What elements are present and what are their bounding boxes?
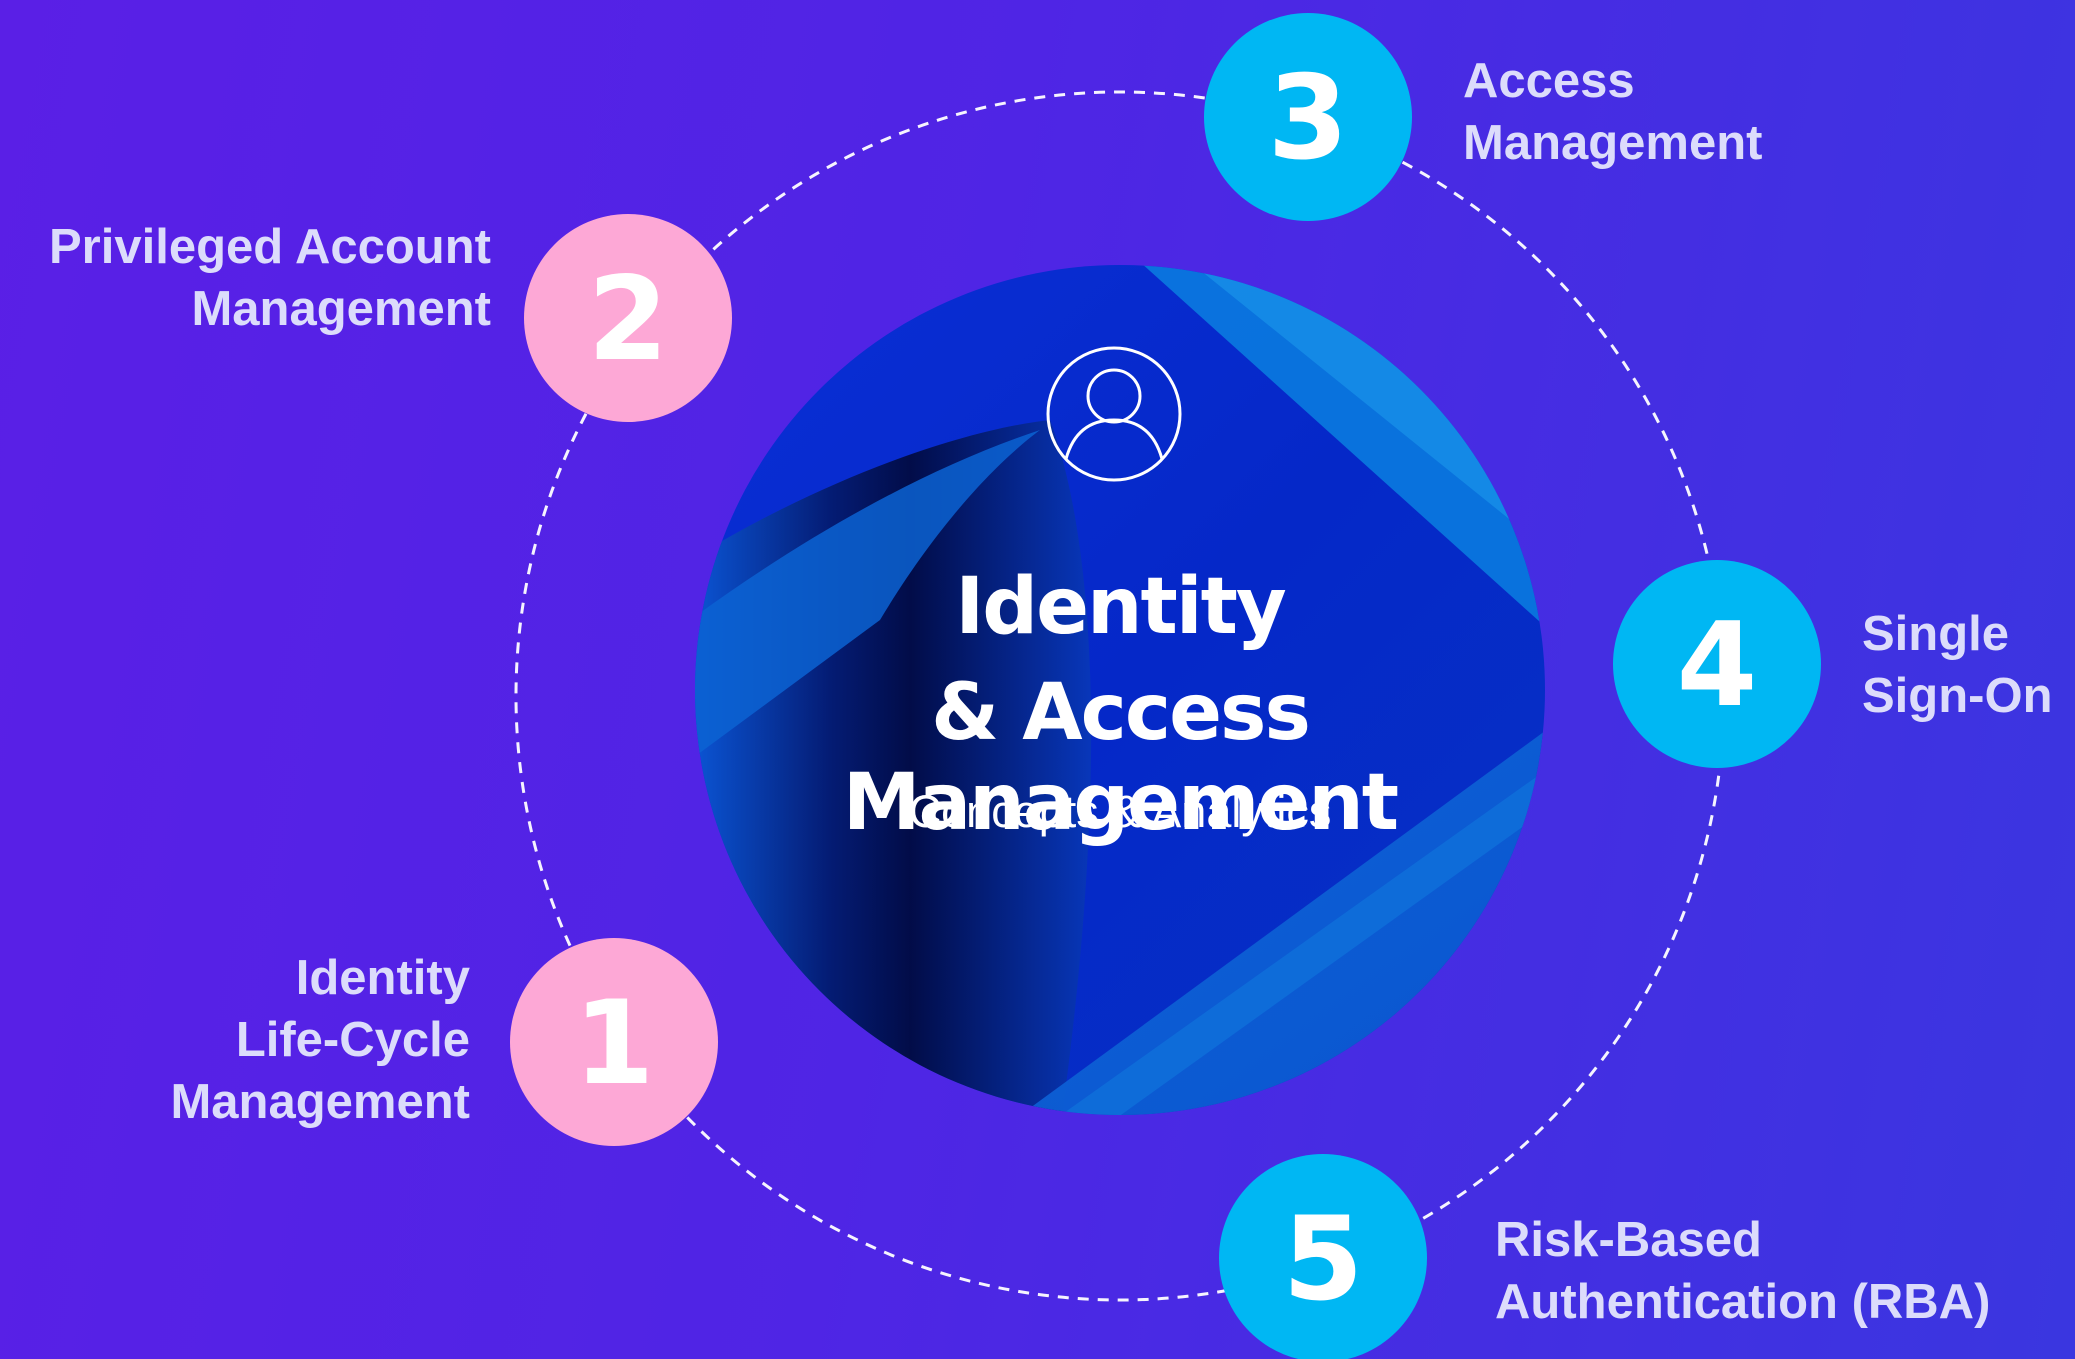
step-label-1: Identity Life-Cycle Management xyxy=(170,947,470,1133)
user-profile-icon xyxy=(1046,346,1182,482)
step-number-4: 4 xyxy=(1677,598,1758,733)
step-label-3: Access Management xyxy=(1463,50,1763,174)
step-label-1-line-1: Identity xyxy=(295,951,470,1005)
center-subtitle: Concepts & Analytics xyxy=(908,786,1332,837)
step-number-5: 5 xyxy=(1283,1192,1364,1327)
step-badge-4: 4 xyxy=(1613,560,1821,768)
step-label-2-line-2: Management xyxy=(191,282,491,336)
step-label-3-line-1: Access xyxy=(1463,54,1635,108)
step-label-4: Single Sign-On xyxy=(1862,603,2053,727)
step-number-2: 2 xyxy=(588,252,669,387)
step-badge-3: 3 xyxy=(1204,13,1412,221)
step-label-5-line-2: Authentication (RBA) xyxy=(1495,1275,1991,1329)
center-title-line1: Identity xyxy=(955,562,1286,652)
step-number-3: 3 xyxy=(1268,51,1349,186)
step-label-2-line-1: Privileged Account xyxy=(48,220,491,274)
step-label-5: Risk-Based Authentication (RBA) xyxy=(1495,1209,1990,1333)
step-number-1: 1 xyxy=(574,976,655,1111)
step-label-2: Privileged Account Management xyxy=(49,216,491,340)
center-circle xyxy=(695,265,1545,1115)
step-label-5-line-1: Risk-Based xyxy=(1495,1213,1762,1267)
step-label-4-line-2: Sign-On xyxy=(1862,669,2053,723)
center-title-line2: & Access Management xyxy=(842,668,1399,848)
step-label-1-line-2: Life-Cycle xyxy=(235,1013,470,1067)
step-badge-5: 5 xyxy=(1219,1154,1427,1359)
step-label-1-line-3: Management xyxy=(170,1075,470,1129)
step-label-4-line-1: Single xyxy=(1862,607,2010,661)
step-label-3-line-2: Management xyxy=(1463,116,1763,170)
step-badge-2: 2 xyxy=(524,214,732,422)
step-badge-1: 1 xyxy=(510,938,718,1146)
